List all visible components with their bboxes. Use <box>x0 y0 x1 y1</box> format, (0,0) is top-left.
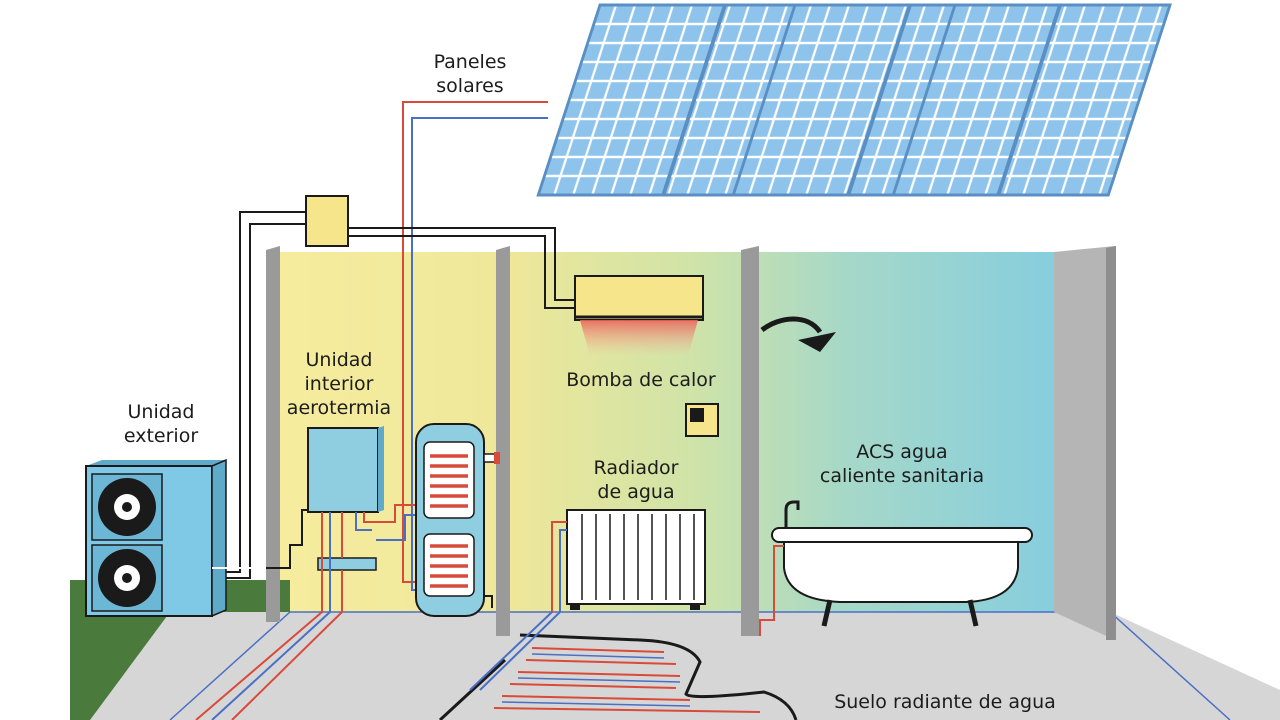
walls <box>266 246 1116 640</box>
fan-icon <box>98 478 156 536</box>
fan-icon <box>98 549 156 607</box>
dhw-label: ACS agua caliente sanitaria <box>819 441 985 487</box>
radiator-icon <box>551 509 706 612</box>
solar-panel-icon <box>536 3 1172 197</box>
water-radiator-label: Radiador de agua <box>593 457 679 503</box>
outdoor-unit-icon <box>85 458 266 618</box>
outdoor-unit-label: Unidad exterior <box>123 401 199 447</box>
thermostat-icon <box>685 403 719 437</box>
heat-pump-label: Bomba de calor <box>566 369 716 391</box>
shower-head-icon <box>760 316 836 352</box>
junction-box-icon <box>305 195 349 247</box>
water-tank-icon <box>415 423 500 617</box>
solar-panels-label: Paneles solares <box>433 51 507 97</box>
indoor-unit-label: Unidad interior aerotermia <box>286 349 392 419</box>
air-conditioner-icon <box>574 275 704 356</box>
floor-heating-coil-icon <box>195 611 798 720</box>
bathtub-icon <box>759 500 1033 636</box>
indoor-unit-icon <box>307 426 420 612</box>
floor-heating-label: Suelo radiante de agua <box>834 691 1056 713</box>
